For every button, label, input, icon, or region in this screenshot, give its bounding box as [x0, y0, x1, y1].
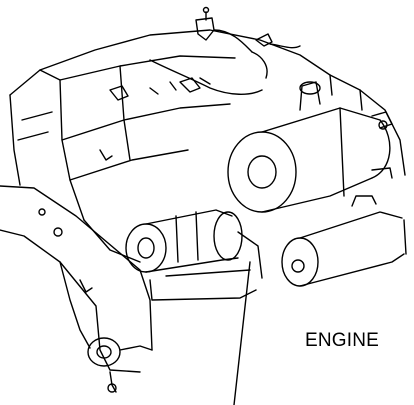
- mounting-bracket: [0, 185, 153, 393]
- wiring-harness: [99, 6, 301, 161]
- starter-motor: [125, 209, 263, 301]
- alternator: [227, 81, 393, 213]
- engine-block: [9, 29, 406, 263]
- engine-label: ENGINE: [305, 330, 380, 351]
- second-starter-motor: [281, 195, 407, 287]
- leader-line: [233, 261, 251, 405]
